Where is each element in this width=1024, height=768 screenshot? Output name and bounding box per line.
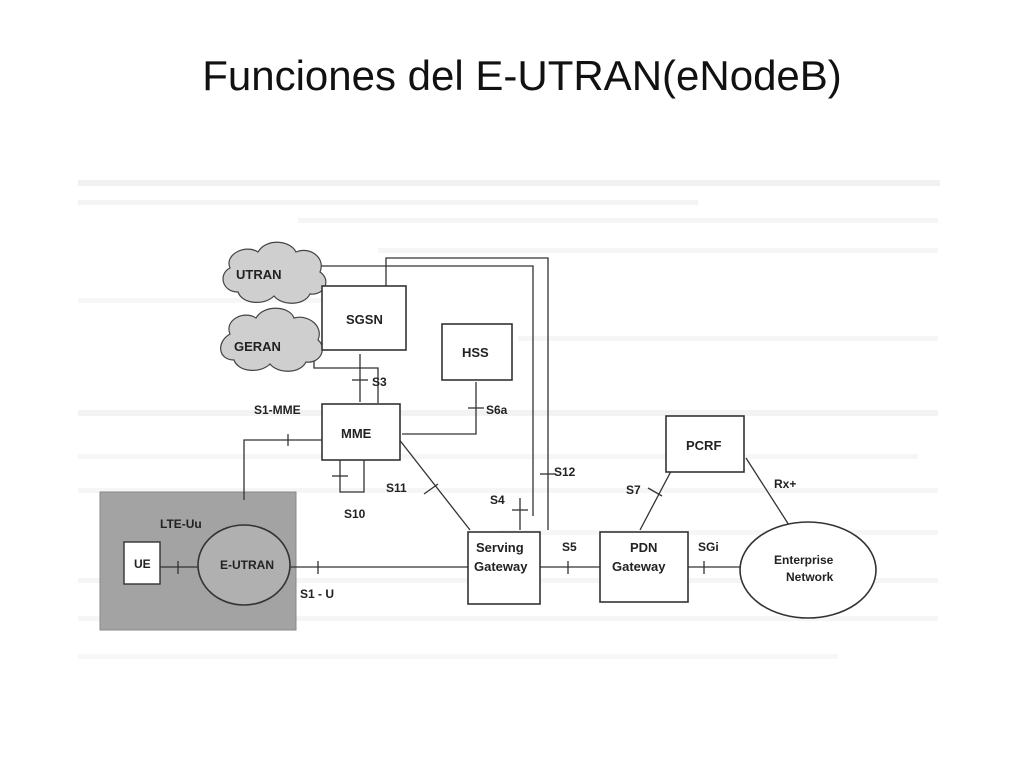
s10-label: S10: [344, 507, 366, 521]
scan-background: [78, 180, 940, 659]
pdn-gateway-label-1: PDN: [630, 540, 657, 555]
s6a-label: S6a: [486, 403, 508, 417]
mme-label: MME: [341, 426, 372, 441]
s5-label: S5: [562, 540, 577, 554]
serving-gateway-node: Serving Gateway: [467, 531, 541, 605]
serving-gateway-label-1: Serving: [476, 540, 524, 555]
serving-gateway-label-2: Gateway: [474, 559, 528, 574]
hss-node: HSS: [441, 323, 513, 381]
eutran-node: E-UTRAN: [197, 524, 291, 606]
slide-title: Funciones del E-UTRAN(eNodeB): [202, 52, 842, 99]
s7-label: S7: [626, 483, 641, 497]
interface-ticks: [177, 379, 705, 574]
s1-mme-label: S1-MME: [254, 403, 301, 417]
s11-label: S11: [386, 481, 407, 495]
enterprise-network-label-1: Enterprise: [774, 553, 834, 567]
pcrf-node: PCRF: [665, 415, 745, 473]
utran-label: UTRAN: [236, 267, 282, 282]
pcrf-label: PCRF: [686, 438, 721, 453]
network-architecture-diagram: UTRAN GERAN SGSN HSS MME PCRF Serving Ga…: [78, 180, 940, 659]
sgi-label: SGi: [698, 540, 719, 554]
mme-node: MME: [321, 403, 401, 461]
lte-uu-label: LTE-Uu: [160, 517, 202, 531]
sgsn-label: SGSN: [346, 312, 383, 327]
s1-u-label: S1 - U: [300, 587, 334, 601]
pdn-gateway-node: PDN Gateway: [599, 531, 689, 603]
s4-label: S4: [490, 493, 505, 507]
interface-labels: S3 S1-MME S6a S11 S12 S4 S10 S7 Rx+ LTE-…: [160, 375, 796, 601]
geran-cloud: GERAN: [220, 307, 323, 372]
ue-label: UE: [134, 557, 151, 571]
geran-label: GERAN: [234, 339, 281, 354]
connection-lines: [160, 257, 797, 568]
hss-label: HSS: [462, 345, 489, 360]
rx-label: Rx+: [774, 477, 796, 491]
sgsn-node: SGSN: [321, 285, 407, 351]
enterprise-network-label-2: Network: [786, 570, 834, 584]
ue-node: UE: [123, 541, 161, 585]
s12-label: S12: [554, 465, 576, 479]
eutran-label: E-UTRAN: [220, 558, 274, 572]
pdn-gateway-label-2: Gateway: [612, 559, 666, 574]
s3-label: S3: [372, 375, 387, 389]
utran-cloud: UTRAN: [222, 241, 327, 304]
enterprise-network-node: Enterprise Network: [739, 521, 877, 619]
